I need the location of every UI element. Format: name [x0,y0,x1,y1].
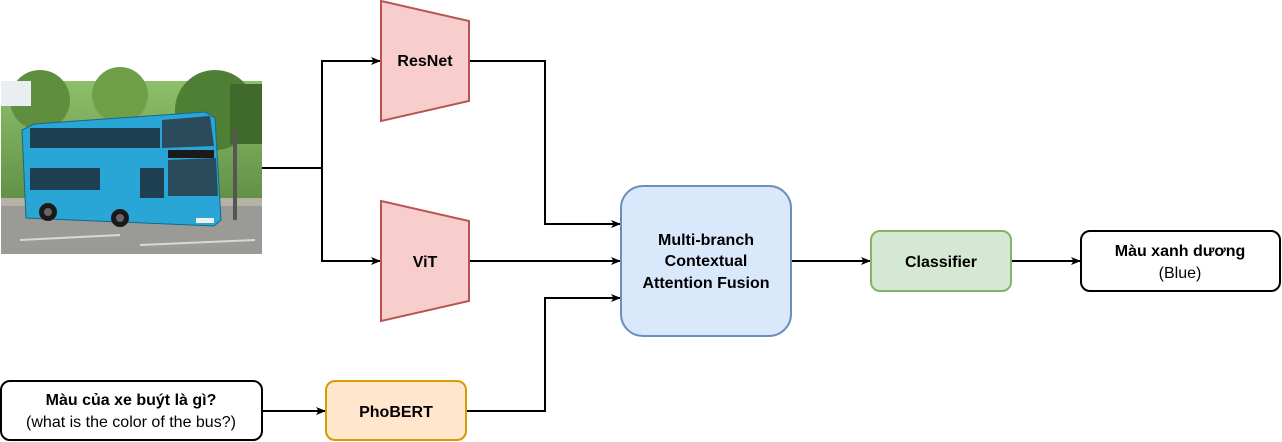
question-translation: (what is the color of the bus?) [26,414,236,431]
edge-resnet-fusion [469,60,621,228]
question-text: Màu của xe buýt là gì? [46,392,217,409]
fusion-label-line1: Multi-branch [658,232,754,249]
edge-image-resnet [262,57,381,169]
edge-phobert-fusion [467,294,621,412]
bus-image [1,67,262,254]
vit-label: ViT [413,254,438,271]
resnet-node: ResNet [380,0,470,123]
edge-image-vit [321,168,381,265]
question-node: Màu của xe buýt là gì? (what is the colo… [0,380,263,441]
answer-translation: (Blue) [1159,265,1202,282]
fusion-label-line2: Contextual [665,253,748,270]
classifier-label: Classifier [905,254,977,271]
connectors [262,57,1081,415]
fusion-label-line3: Attention Fusion [642,275,769,292]
vit-node: ViT [380,199,470,323]
answer-text: Màu xanh dương [1115,243,1246,260]
phobert-node: PhoBERT [325,380,467,441]
phobert-label: PhoBERT [359,404,433,421]
classifier-node: Classifier [870,230,1012,292]
resnet-label: ResNet [397,53,453,70]
answer-node: Màu xanh dương (Blue) [1080,230,1281,292]
fusion-node: Multi-branch Contextual Attention Fusion [620,185,792,337]
